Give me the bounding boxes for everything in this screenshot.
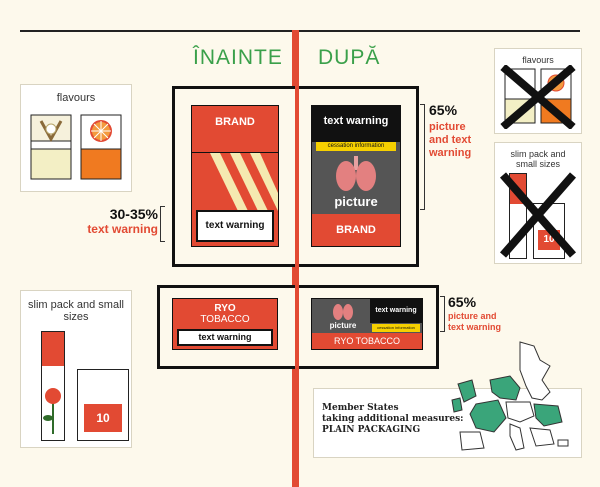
after-desc-line2: and text — [429, 134, 472, 146]
rose-icon — [43, 388, 61, 434]
after-percent: 65% — [429, 102, 458, 118]
after-bracket — [420, 104, 425, 210]
ryo-after-picture: picture — [329, 321, 357, 330]
ryo-bracket — [440, 296, 445, 332]
ryo-percent-desc: picture and text warning — [448, 311, 501, 333]
ryo-after-cessation: cessation information — [372, 324, 420, 332]
flavour-packs-icon — [30, 114, 122, 180]
before-percent: 30-35% — [109, 206, 158, 222]
ryo-after-pack: picture text warning cessation informati… — [311, 298, 423, 350]
ryo-lungs-icon — [333, 304, 353, 320]
ryo-before-warning: text warning — [177, 329, 273, 346]
ryo-after-frame: picture text warning cessation informati… — [299, 285, 439, 369]
ryo-desc-line1: picture and — [448, 311, 497, 321]
right-flavours-label: flavours — [522, 55, 554, 65]
flavours-panel: flavours — [20, 84, 132, 192]
after-pack: text warning cessation information pictu… — [311, 105, 401, 247]
small-pack: 10 — [77, 369, 129, 441]
right-flavours-panel: flavours — [494, 48, 582, 134]
small-pack-number: 10 — [84, 404, 122, 432]
before-pack: BRAND text warning — [191, 105, 279, 247]
map-caption-line1: Member States — [322, 403, 399, 413]
after-picture-label: picture — [334, 194, 378, 209]
after-percent-desc: picture and text warning — [429, 121, 471, 160]
center-divider — [292, 30, 299, 487]
map-caption: Member States taking additional measures… — [322, 403, 464, 436]
ryo-before-frame: RYO TOBACCO text warning — [157, 285, 295, 369]
europe-map-icon — [451, 341, 569, 451]
before-percent-desc: text warning — [87, 222, 158, 236]
after-brand: BRAND — [312, 214, 400, 246]
after-frame: text warning cessation information pictu… — [299, 86, 419, 267]
ryo-after-brand: RYO TOBACCO — [312, 333, 422, 349]
header-before: ÎNAINTE — [193, 46, 283, 69]
right-slim-panel: slim pack and small sizes 10 — [494, 142, 582, 264]
before-warning: text warning — [196, 210, 274, 242]
slim-pack — [41, 331, 65, 441]
after-desc-line1: picture — [429, 121, 466, 133]
after-cessation: cessation information — [316, 142, 396, 151]
ryo-percent: 65% — [448, 294, 477, 310]
ryo-desc-line2: text warning — [448, 322, 502, 332]
before-frame: BRAND text warning — [172, 86, 295, 267]
before-brand: BRAND — [192, 116, 278, 128]
after-warning: text warning — [312, 106, 400, 142]
lungs-icon — [336, 156, 376, 191]
top-rule — [20, 30, 580, 32]
flavours-label: flavours — [56, 92, 96, 104]
ryo-before-line2: TOBACCO — [173, 314, 277, 325]
slim-pack-panel: slim pack and small sizes 10 — [20, 290, 132, 448]
after-desc-line3: warning — [429, 147, 472, 159]
ryo-before-line1: RYO — [173, 303, 277, 314]
crossed-flavours-icon — [500, 65, 576, 129]
cross-icon — [499, 172, 577, 258]
before-bracket — [160, 206, 165, 242]
header-after: DUPĂ — [318, 46, 381, 69]
right-slim-label: slim pack and small sizes — [510, 149, 566, 169]
ryo-after-warning: text warning — [370, 299, 422, 323]
ryo-before-pack: RYO TOBACCO text warning — [172, 298, 278, 350]
map-caption-line3: PLAIN PACKAGING — [322, 425, 421, 435]
map-caption-line2: taking additional measures: — [322, 414, 464, 424]
stripes-decoration — [210, 153, 278, 211]
slim-pack-label: slim pack and small sizes — [28, 299, 124, 323]
